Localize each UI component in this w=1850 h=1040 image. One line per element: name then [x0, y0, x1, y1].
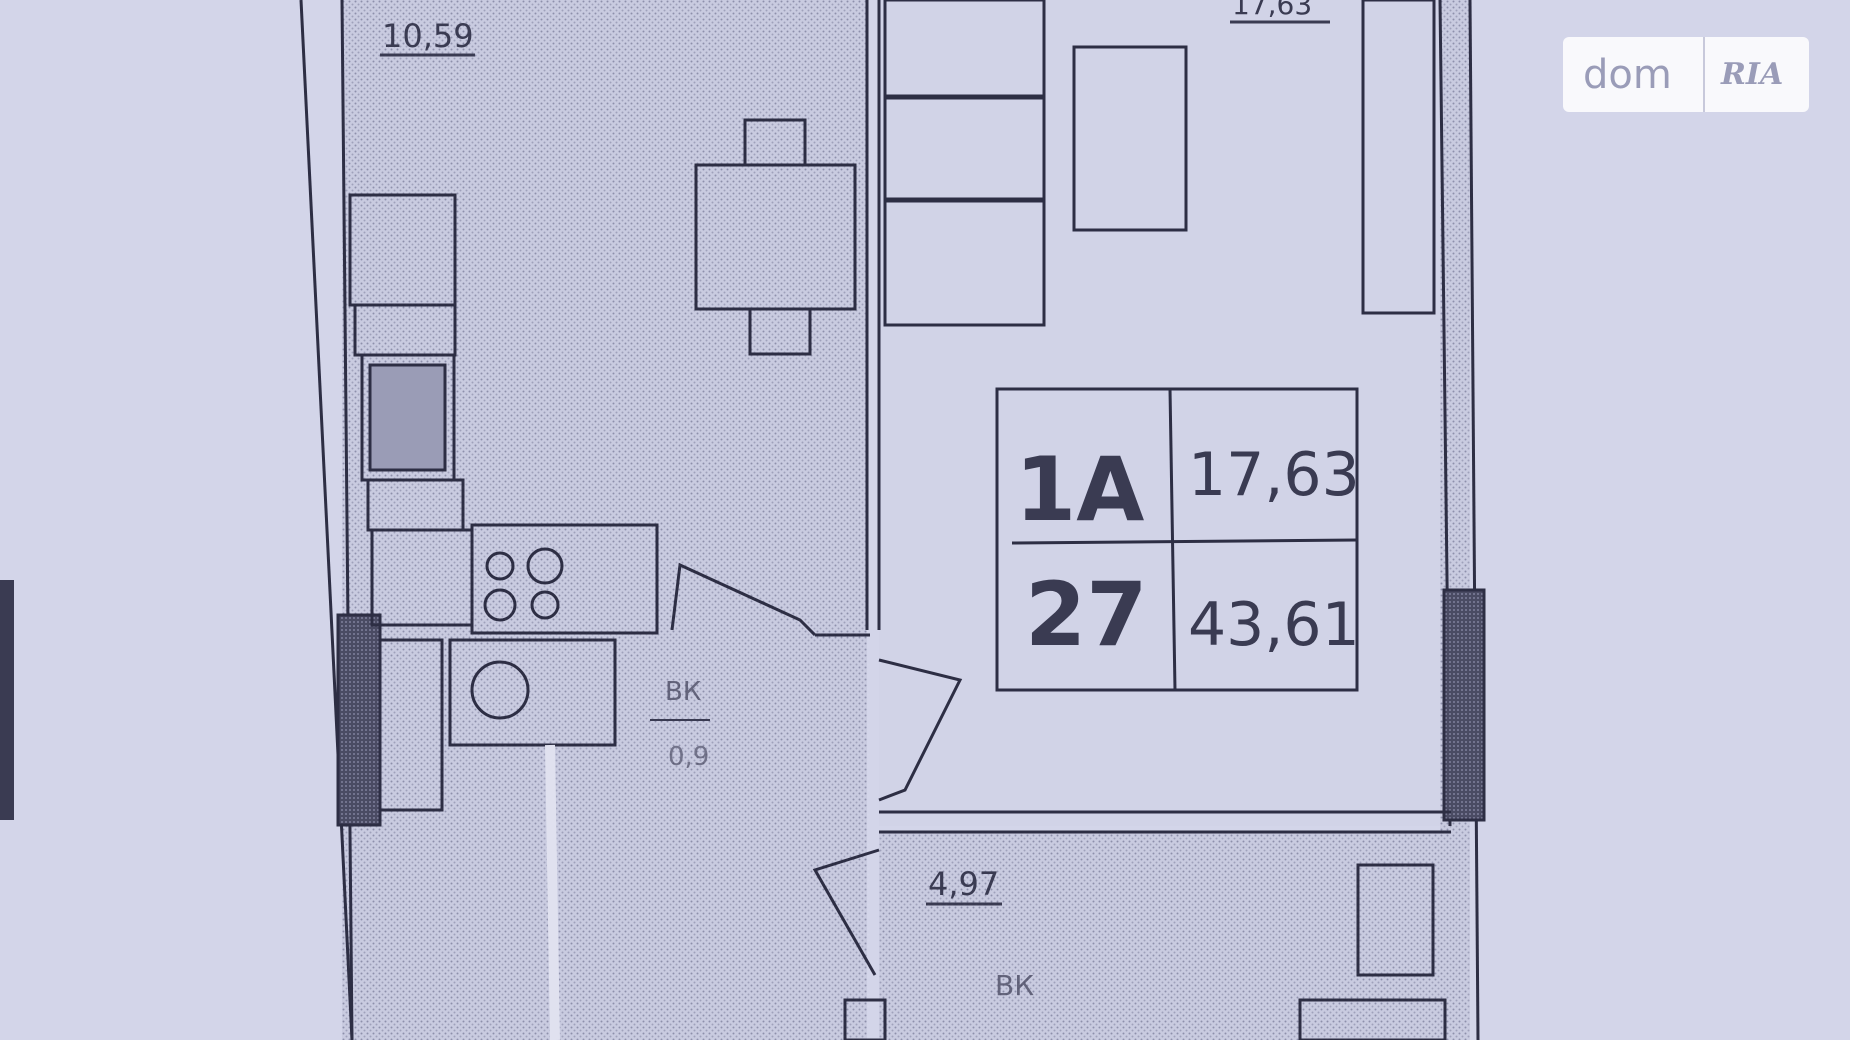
wall-segment [336, 613, 382, 827]
apartment-type: 1А [1015, 438, 1144, 541]
room-area-kitchen: 10,59 [382, 17, 474, 55]
kitchen-floor [342, 0, 867, 1040]
chair [748, 307, 812, 356]
room-area-living: 17,63 [1232, 0, 1312, 21]
wardrobe [1361, 0, 1436, 315]
shaft-size: 0,9 [668, 742, 709, 772]
chair [743, 118, 807, 167]
coffee-table [1072, 45, 1188, 232]
watermark-divider [1703, 37, 1705, 112]
apartment-number: 27 [1025, 563, 1147, 666]
balcony-strip [1440, 0, 1470, 1040]
living-area: 17,63 [1188, 440, 1360, 510]
total-area: 43,61 [1188, 590, 1360, 660]
shaft-label: ВК [995, 969, 1034, 1002]
watermark-dom: dom [1583, 51, 1672, 98]
domria-watermark: dom RIA [1563, 37, 1809, 112]
shoe-rack [1298, 998, 1447, 1040]
door-swing [812, 848, 880, 976]
sofa [883, 0, 1046, 327]
shaft-label: ВК [665, 677, 701, 707]
hall-floor [879, 832, 1449, 1040]
wall-segment [1442, 588, 1486, 822]
image-edge-mark [0, 580, 14, 820]
room-area-hall: 4,97 [928, 865, 999, 903]
watermark-ria: RIA [1721, 57, 1784, 92]
door-swing [878, 658, 963, 802]
washing-machine-box [448, 638, 617, 747]
stove-counter [470, 523, 659, 635]
cabinet [1356, 863, 1435, 977]
door-swing [670, 562, 817, 637]
outer-wall-left [299, 0, 354, 1040]
bathtub [378, 638, 444, 812]
